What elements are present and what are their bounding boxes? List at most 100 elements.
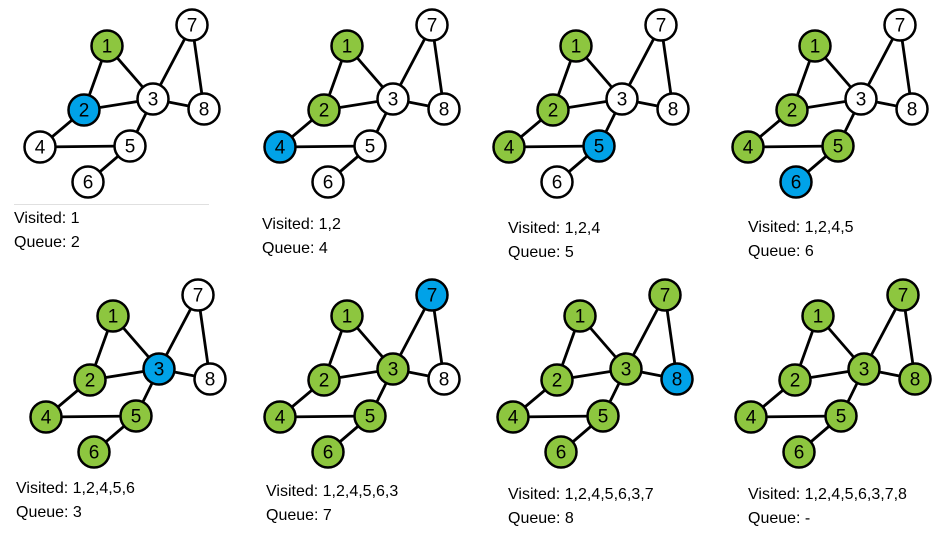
- node-3-unvisited: [376, 82, 410, 116]
- queue-value: 5: [560, 244, 574, 261]
- node-2: 2: [536, 93, 570, 127]
- node-8-unvisited: [427, 92, 461, 126]
- node-2: 2: [307, 93, 341, 127]
- queue-value: 6: [800, 243, 814, 260]
- node-1-label: 1: [108, 307, 119, 328]
- queue-line: Queue: 8: [508, 507, 654, 531]
- queue-line: Queue: 7: [266, 504, 398, 528]
- visited-value: 1: [66, 210, 80, 227]
- node-2: 2: [775, 93, 809, 127]
- node-2: 2: [307, 363, 341, 397]
- node-5-unvisited: [113, 129, 147, 163]
- node-1: 1: [559, 29, 593, 63]
- visited-value: 1,2,4,5,6,3: [318, 483, 399, 500]
- node-2-label: 2: [548, 101, 559, 122]
- visited-label: Visited:: [16, 480, 69, 497]
- node-4-label: 4: [508, 408, 519, 429]
- visited-line: Visited: 1,2,4,5,6,3,7: [508, 483, 654, 507]
- node-3: 3: [847, 352, 881, 386]
- node-8-unvisited: [193, 362, 227, 396]
- node-3: 3: [844, 82, 878, 116]
- node-5-label: 5: [598, 407, 609, 428]
- node-2-visited: [307, 363, 341, 397]
- node-4-label: 4: [743, 138, 754, 159]
- node-4: 4: [731, 130, 765, 164]
- queue-value: -: [800, 510, 811, 527]
- node-6: 6: [544, 435, 578, 469]
- node-8: 8: [427, 92, 461, 126]
- visited-label: Visited:: [508, 220, 561, 237]
- node-3-visited: [376, 352, 410, 386]
- node-6: 6: [71, 165, 105, 199]
- queue-label: Queue:: [262, 240, 315, 257]
- node-8-unvisited: [187, 92, 221, 126]
- visited-label: Visited:: [748, 486, 801, 503]
- node-5: 5: [586, 399, 620, 433]
- node-7: 7: [415, 278, 449, 312]
- node-7-label: 7: [187, 16, 198, 37]
- node-4-visited: [492, 130, 526, 164]
- node-7: 7: [886, 278, 920, 312]
- node-6-label: 6: [794, 443, 805, 464]
- node-1: 1: [563, 299, 597, 333]
- node-4-label: 4: [746, 408, 757, 429]
- node-5: 5: [119, 399, 153, 433]
- node-6-unvisited: [540, 165, 574, 199]
- node-4-label: 4: [275, 138, 286, 159]
- node-3: 3: [142, 352, 176, 386]
- node-4: 4: [23, 130, 57, 164]
- node-1-visited: [559, 29, 593, 63]
- node-1-visited: [90, 29, 124, 63]
- node-8: 8: [427, 362, 461, 396]
- node-4-label: 4: [504, 138, 515, 159]
- node-3-label: 3: [388, 360, 399, 381]
- node-2-label: 2: [319, 101, 330, 122]
- node-7-label: 7: [427, 16, 438, 37]
- node-8-label: 8: [199, 100, 210, 121]
- node-7: 7: [175, 8, 209, 42]
- node-1-visited: [801, 299, 835, 333]
- node-4-current: [263, 130, 297, 164]
- node-6-label: 6: [323, 443, 334, 464]
- node-1-label: 1: [571, 37, 582, 58]
- node-2-label: 2: [787, 101, 798, 122]
- queue-label: Queue:: [748, 243, 801, 260]
- node-8: 8: [193, 362, 227, 396]
- visited-value: 1,2,4,5,6,3,7,8: [800, 486, 907, 503]
- node-5: 5: [353, 399, 387, 433]
- visited-line: Visited: 1: [14, 207, 80, 231]
- node-5-visited: [119, 399, 153, 433]
- node-2-visited: [778, 363, 812, 397]
- node-7-visited: [886, 278, 920, 312]
- node-8: 8: [898, 362, 932, 396]
- node-3-label: 3: [154, 360, 165, 381]
- queue-value: 4: [314, 240, 328, 257]
- node-8-label: 8: [439, 370, 450, 391]
- node-1-label: 1: [575, 307, 586, 328]
- node-4-visited: [734, 400, 768, 434]
- visited-line: Visited: 1,2,4,5,6,3: [266, 480, 398, 504]
- node-7-unvisited: [644, 8, 678, 42]
- queue-line: Queue: 3: [16, 501, 135, 525]
- node-1-label: 1: [102, 37, 113, 58]
- node-3-visited: [609, 352, 643, 386]
- queue-label: Queue:: [16, 504, 69, 521]
- visited-value: 1,2,4,5,6: [68, 480, 135, 497]
- node-1-visited: [330, 299, 364, 333]
- node-5: 5: [353, 129, 387, 163]
- node-6-visited: [782, 435, 816, 469]
- queue-line: Queue: 4: [262, 237, 341, 261]
- node-8: 8: [656, 92, 690, 126]
- node-2-visited: [307, 93, 341, 127]
- node-4-visited: [263, 400, 297, 434]
- node-4-label: 4: [275, 408, 286, 429]
- queue-label: Queue:: [266, 507, 319, 524]
- queue-line: Queue: -: [748, 507, 907, 531]
- node-4: 4: [734, 400, 768, 434]
